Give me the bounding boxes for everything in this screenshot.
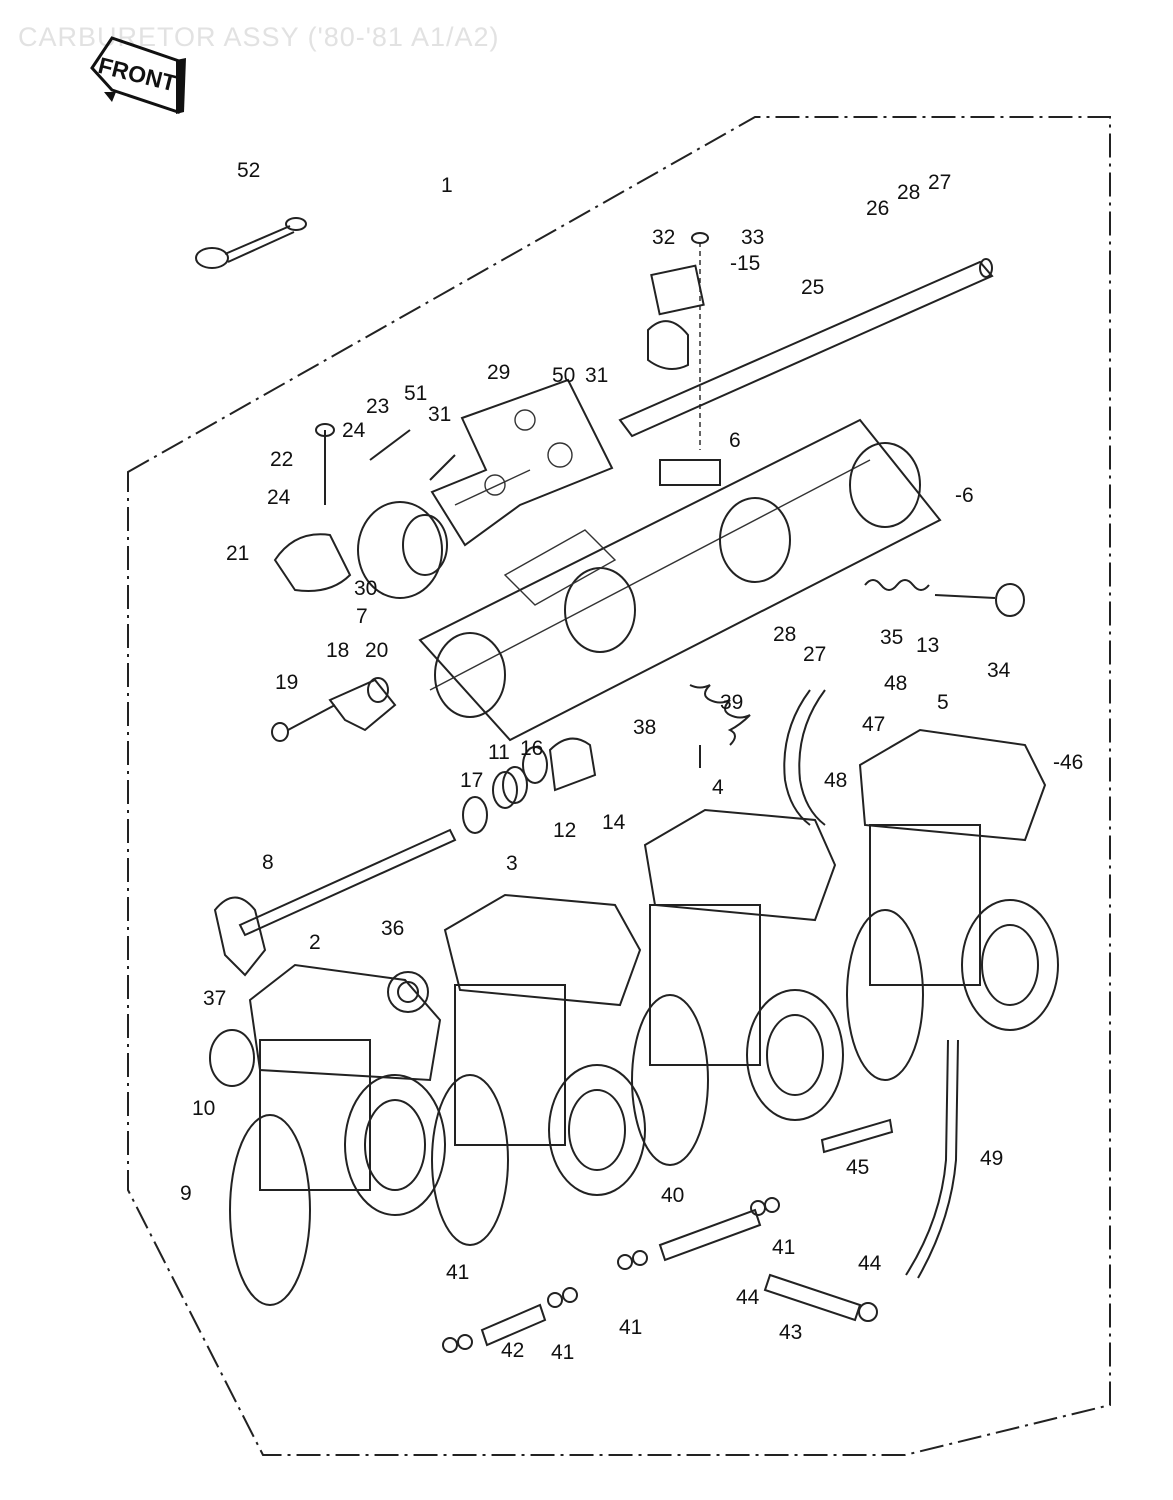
tube-40 (617, 1197, 780, 1270)
callout-7: 7 (356, 605, 368, 628)
linkage-box-29 (430, 378, 614, 547)
callout-29: 29 (487, 361, 511, 384)
shaft-25 (618, 258, 994, 438)
seal-set (462, 737, 597, 834)
spring-38 (689, 684, 751, 768)
tube-42 (442, 1287, 578, 1353)
shaft-8 (213, 828, 457, 977)
callout-34: 34 (987, 659, 1011, 682)
callout-31-upper: 31 (585, 364, 609, 387)
callout-41-bottom: 41 (551, 1341, 575, 1364)
callout-39: 39 (720, 691, 744, 714)
callout-11: 11 (488, 741, 510, 764)
callout-48-upper: 48 (884, 672, 908, 695)
callout-28-upper: 28 (897, 181, 921, 204)
callout-5: 5 (937, 691, 949, 714)
hose-49 (905, 1039, 959, 1279)
callout-6-right: -6 (955, 484, 974, 507)
callout-13: 13 (916, 634, 940, 657)
callout-25: 25 (801, 276, 825, 299)
callout-51: 51 (404, 382, 428, 405)
callout-44-right: 44 (858, 1252, 882, 1275)
callout-44-left: 44 (736, 1286, 760, 1309)
callout-6-upper: 6 (729, 429, 741, 452)
callout-28-mid: 28 (773, 623, 797, 646)
bracket-upper (647, 232, 709, 450)
callout-49: 49 (980, 1147, 1004, 1170)
callout-27-upper: 27 (928, 171, 952, 194)
callout-10: 10 (192, 1097, 216, 1120)
callout-46: -46 (1053, 751, 1084, 774)
callout-27-mid: 27 (803, 643, 827, 666)
callout-8: 8 (262, 851, 274, 874)
callout-50: 50 (552, 364, 576, 387)
callout-21: 21 (226, 542, 250, 565)
strap-52 (195, 217, 307, 269)
linkage-left (273, 423, 456, 599)
carburetor-3 (431, 893, 646, 1246)
linkage-rail (418, 418, 942, 742)
callout-41-mid: 41 (619, 1316, 643, 1339)
callout-23: 23 (366, 395, 390, 418)
tube-43 (763, 1273, 878, 1322)
callout-38: 38 (633, 716, 657, 739)
callout-33: 33 (741, 226, 765, 249)
callout-40: 40 (661, 1184, 685, 1207)
pipe-45 (820, 1118, 894, 1154)
callout-14: 14 (602, 811, 626, 834)
callout-37: 37 (203, 987, 227, 1010)
assembly-boundary (127, 116, 1111, 1456)
callout-31-left: 31 (428, 403, 452, 426)
callout-22: 22 (270, 448, 294, 471)
callout-3: 3 (506, 852, 518, 875)
callout-36: 36 (381, 917, 405, 940)
callout-35: 35 (880, 626, 904, 649)
callout-15: -15 (730, 252, 761, 275)
carburetor-5 (846, 728, 1059, 1081)
callout-24-upper: 24 (342, 419, 366, 442)
callout-45: 45 (846, 1156, 870, 1179)
callout-48-lower: 48 (824, 769, 848, 792)
carburetor-4 (631, 808, 844, 1166)
spring-35 (864, 579, 1025, 617)
hose-48 (783, 689, 826, 826)
callout-24-lower: 24 (267, 486, 291, 509)
callout-41-left-top: 41 (446, 1261, 470, 1284)
screw-19 (271, 677, 397, 742)
callout-12: 12 (553, 819, 577, 842)
callout-17: 17 (460, 769, 484, 792)
callout-16: 16 (520, 737, 544, 760)
callout-20: 20 (365, 639, 389, 662)
callout-47: 47 (862, 713, 886, 736)
callout-26: 26 (866, 197, 890, 220)
callout-43: 43 (779, 1321, 803, 1344)
callout-19: 19 (275, 671, 299, 694)
callout-42: 42 (501, 1339, 525, 1362)
carburetor-2 (209, 963, 446, 1306)
callout-4: 4 (712, 776, 724, 799)
callout-1: 1 (441, 174, 453, 197)
callout-9: 9 (180, 1182, 192, 1205)
callout-32: 32 (652, 226, 676, 249)
callout-41-right: 41 (772, 1236, 796, 1259)
callout-18: 18 (326, 639, 350, 662)
front-arrow (90, 36, 186, 115)
callout-2: 2 (309, 931, 321, 954)
callout-30: 30 (354, 577, 378, 600)
diagram-title: CARBURETOR ASSY ('80-'81 A1/A2) (18, 22, 500, 52)
callout-52: 52 (237, 159, 261, 182)
